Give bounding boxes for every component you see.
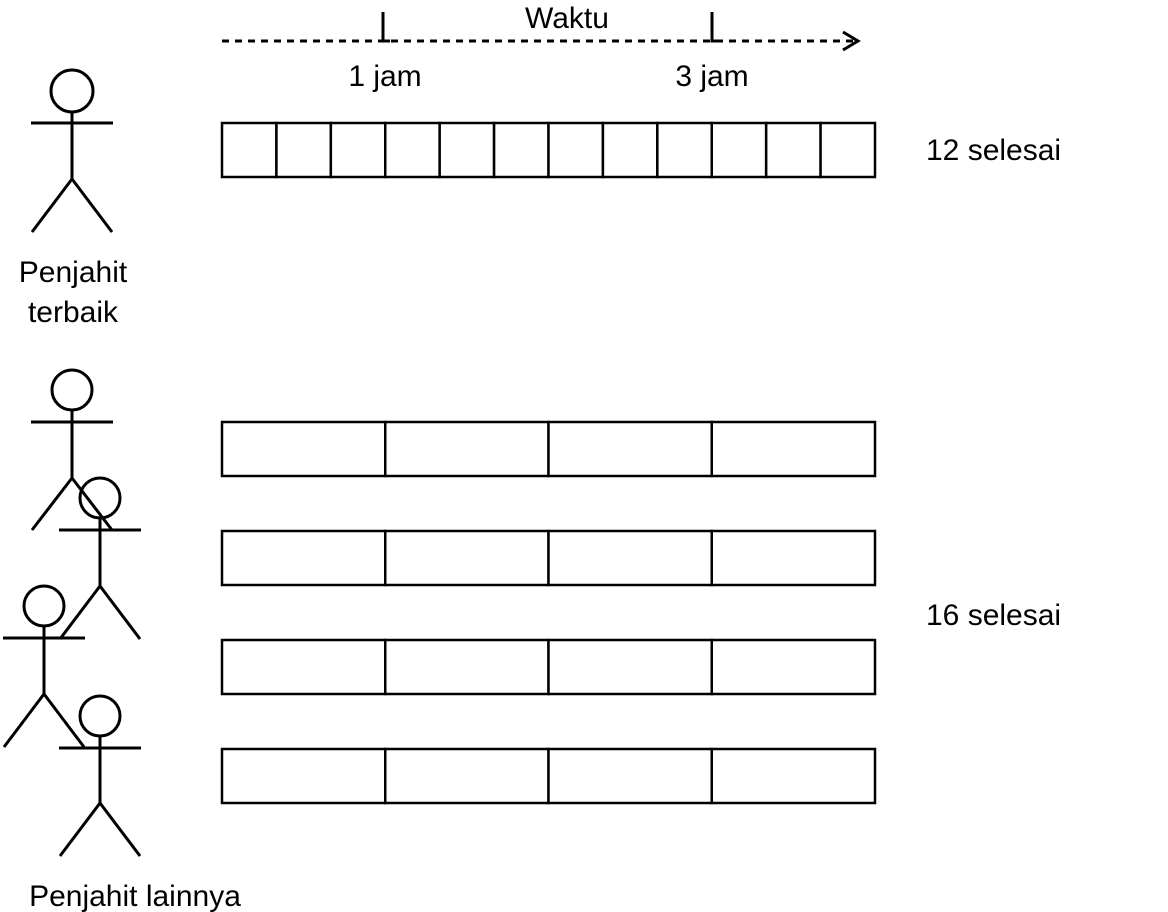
best-tailor-work-unit xyxy=(275,121,333,179)
other-tailor-work-unit xyxy=(710,529,877,587)
best-tailor-work-unit xyxy=(656,121,714,179)
best-tailor-work-unit xyxy=(438,121,496,179)
other-tailor-work-unit xyxy=(547,638,713,696)
best-tailor-work-unit xyxy=(547,121,605,179)
other-tailor-work-unit xyxy=(220,747,387,805)
other-tailors-row: Penjahit lainnya 16 selesai xyxy=(2,368,1061,912)
other-tailor-work-unit xyxy=(547,420,713,478)
best-tailor-work-unit xyxy=(819,121,877,179)
other-tailor-figure-icon xyxy=(58,694,142,857)
other-tailor-figure-icon xyxy=(58,476,142,640)
best-tailor-work-unit xyxy=(710,121,768,179)
other-tailor-work-unit xyxy=(220,529,387,587)
best-tailor-work-unit xyxy=(764,121,822,179)
timeline: Waktu 1 jam 3 jam xyxy=(222,2,861,93)
best-tailor-work-bar xyxy=(220,121,877,179)
other-tailor-work-unit xyxy=(547,529,713,587)
other-tailor-work-unit xyxy=(384,638,550,696)
best-tailor-row: Penjahit terbaik 12 selesai xyxy=(19,68,1061,329)
other-tailor-work-unit xyxy=(384,747,550,805)
other-tailor-figure-icon xyxy=(30,368,114,531)
timeline-mark-3-jam: 3 jam xyxy=(675,60,748,93)
timeline-tick-3-jam xyxy=(710,12,719,43)
other-tailor-work-unit xyxy=(710,638,877,696)
timeline-arrowhead-icon xyxy=(842,30,861,52)
timeline-tick-1-jam xyxy=(381,12,390,43)
other-tailor-work-unit xyxy=(710,747,877,805)
best-tailor-result: 12 selesai xyxy=(926,134,1061,167)
best-tailor-label-line-1: Penjahit xyxy=(19,256,128,289)
other-tailor-work-unit xyxy=(384,420,550,478)
best-tailor-work-unit xyxy=(329,121,387,179)
best-tailor-label-line-2: terbaik xyxy=(28,296,119,329)
other-tailor-work-unit xyxy=(220,420,387,478)
other-tailors-label: Penjahit lainnya xyxy=(29,880,241,912)
other-tailor-figure-icon xyxy=(2,584,86,748)
best-tailor-work-unit xyxy=(220,121,278,179)
other-tailor-work-unit xyxy=(384,529,550,587)
timeline-label: Waktu xyxy=(525,2,609,35)
timeline-mark-1-jam: 1 jam xyxy=(348,60,421,93)
other-tailor-work-unit xyxy=(547,747,713,805)
best-tailor-work-unit xyxy=(384,121,441,179)
other-tailors-result: 16 selesai xyxy=(926,599,1061,632)
other-tailor-work-unit xyxy=(710,420,877,478)
other-tailor-work-unit xyxy=(220,638,387,696)
best-tailor-figure-icon xyxy=(30,68,114,233)
best-tailor-work-unit xyxy=(492,121,550,179)
best-tailor-work-unit xyxy=(601,121,659,179)
other-tailors-work-bars xyxy=(220,420,877,805)
